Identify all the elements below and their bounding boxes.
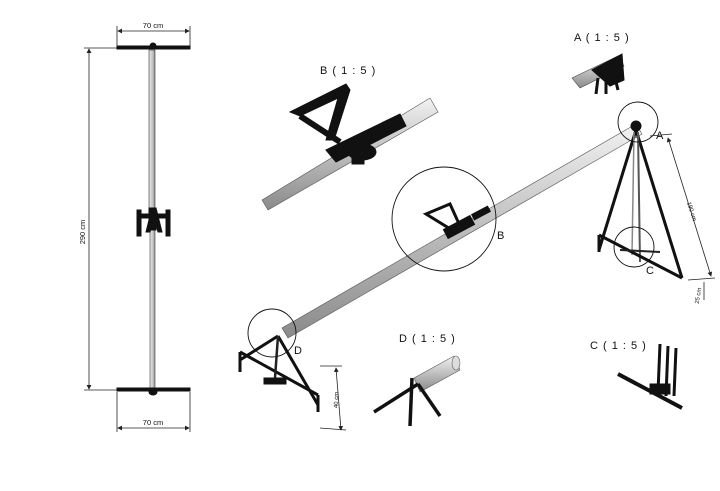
middle-bracket bbox=[136, 207, 171, 237]
detail-circle-b bbox=[391, 166, 497, 272]
callout-b: B bbox=[497, 230, 504, 242]
right-leg-label: 190 cm bbox=[685, 201, 697, 222]
detail-c-label: C ( 1 : 5 ) bbox=[590, 340, 647, 352]
pole-bracket bbox=[422, 202, 492, 240]
detail-c: C ( 1 : 5 ) bbox=[590, 340, 683, 410]
right-foot-label: 25 cm bbox=[695, 287, 704, 304]
callout-a: A bbox=[656, 130, 664, 142]
detail-d: D ( 1 : 5 ) bbox=[373, 333, 461, 427]
detail-circle-a bbox=[617, 101, 659, 143]
bottom-width-label: 70 cm bbox=[143, 418, 163, 427]
mast-upper bbox=[148, 49, 156, 211]
left-frame bbox=[238, 334, 320, 412]
detail-d-label: D ( 1 : 5 ) bbox=[399, 333, 456, 345]
detail-b: B ( 1 : 5 ) bbox=[261, 65, 439, 211]
height-label: 290 cm bbox=[78, 220, 87, 245]
top-width-label: 70 cm bbox=[143, 21, 163, 30]
detail-circle-c bbox=[613, 226, 655, 268]
detail-b-label: B ( 1 : 5 ) bbox=[320, 65, 376, 77]
detail-circle-d bbox=[247, 308, 297, 358]
callout-d: D bbox=[294, 345, 302, 357]
mast-lower bbox=[149, 229, 156, 389]
callout-c: C bbox=[646, 265, 654, 277]
front-view: 70 cm 70 cm 290 cm bbox=[78, 21, 191, 432]
left-leg-label: 40 cm bbox=[334, 392, 341, 409]
isometric-view: A B C D 190 cm 25 cm 40 cm bbox=[238, 101, 716, 431]
detail-a: A ( 1 : 5 ) bbox=[571, 32, 630, 95]
detail-a-label: A ( 1 : 5 ) bbox=[574, 32, 630, 44]
